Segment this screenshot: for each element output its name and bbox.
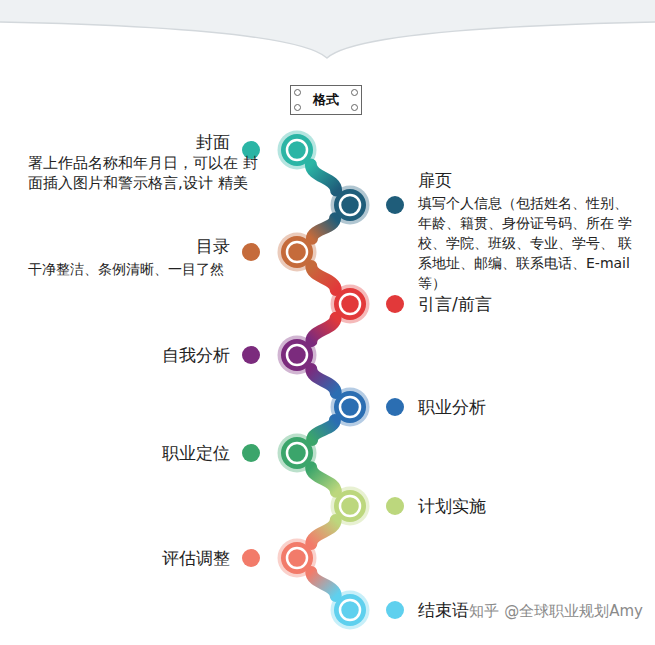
watermark: 知乎 @全球职业规划Amy [469,602,643,621]
title-text: 格式 [313,91,339,109]
ring-shape [330,185,370,225]
band-connector [311,318,335,341]
ring-halo [331,285,370,324]
band-connector [311,572,335,596]
band-connector [312,218,335,238]
ring-fill [281,236,313,268]
ring-shape [330,387,370,427]
ring-fill [334,391,366,423]
step-heading: 计划实施 [418,495,486,517]
top-curve [0,22,655,58]
marker-dot [242,444,260,462]
marker-dot [386,196,404,214]
corner-dot [351,89,358,96]
ring-shape [277,130,317,170]
step-heading: 封面 [196,131,230,153]
corner-dot [294,89,301,96]
step-ring: 结束语 [330,590,370,630]
step-ring: 职业分析 [330,387,370,427]
band-connector [312,420,335,440]
marker-dot [242,243,260,261]
step-ring: 职业定位 [277,433,317,473]
marker-dot [386,295,404,313]
corner-dot [294,104,301,111]
ring-halo [331,591,370,630]
step-ring: 自我分析 [277,335,317,375]
marker-dot [386,497,404,515]
ring-shape [330,486,370,526]
step-heading: 职业分析 [418,396,486,418]
ring-halo [278,131,317,170]
ring-inner [287,242,307,262]
step-ring: 计划实施 [330,486,370,526]
ring-fill [281,437,313,469]
band-connector [311,369,335,393]
ring-halo [278,539,317,578]
ring-inner [287,345,307,365]
ring-halo [278,233,317,272]
ring-fill [281,134,313,166]
step-description: 署上作品名称和年月日，可以在 封面插入图片和警示格言,设计 精美 [28,153,264,193]
step-ring: 评估调整 [277,538,317,578]
ring-inner [287,443,307,463]
ring-inner [340,294,360,314]
step-description: 填写个人信息（包括姓名、性别、 年龄、籍贯、身份证号码、所在 学校、学院、班级、… [418,193,640,293]
title-box: 格式 [290,85,362,115]
ring-fill [334,490,366,522]
top-band [0,0,655,58]
ring-fill [281,339,313,371]
step-heading: 自我分析 [162,344,230,366]
step-heading: 引言/前言 [418,293,492,315]
ring-fill [334,594,366,626]
ring-shape [277,335,317,375]
band-connector [311,467,336,492]
step-ring: 引言/前言 [330,284,370,324]
band-connector [311,266,335,290]
ring-fill [281,542,313,574]
step-heading: 职业定位 [162,442,230,464]
ring-shape [277,232,317,272]
ring-inner [340,600,360,620]
ring-inner [287,548,307,568]
ring-inner [340,496,360,516]
ring-fill [334,189,366,221]
ring-fill [334,288,366,320]
step-ring: 目录干净整洁、条例清晰、一目了然 [277,232,317,272]
ring-halo [331,388,370,427]
ring-inner [340,195,360,215]
step-heading: 结束语 [418,599,469,621]
step-heading: 扉页 [418,169,452,191]
step-ring: 封面署上作品名称和年月日，可以在 封面插入图片和警示格言,设计 精美 [277,130,317,170]
marker-dot [242,549,260,567]
ring-inner [287,140,307,160]
ring-halo [278,434,317,473]
step-description: 干净整洁、条例清晰、一目了然 [28,259,264,279]
ring-halo [278,336,317,375]
ring-inner [340,397,360,417]
band-connector [311,164,336,190]
marker-dot [386,601,404,619]
marker-dot [242,346,260,364]
ring-halo [331,487,370,526]
step-heading: 目录 [196,235,230,257]
step-heading: 评估调整 [162,547,230,569]
ring-shape [330,590,370,630]
ring-shape [277,538,317,578]
ring-shape [277,433,317,473]
band-connector [311,520,335,544]
marker-dot [386,398,404,416]
ring-halo [331,186,370,225]
step-ring: 扉页填写个人信息（包括姓名、性别、 年龄、籍贯、身份证号码、所在 学校、学院、班… [330,185,370,225]
ring-shape [330,284,370,324]
corner-dot [351,104,358,111]
